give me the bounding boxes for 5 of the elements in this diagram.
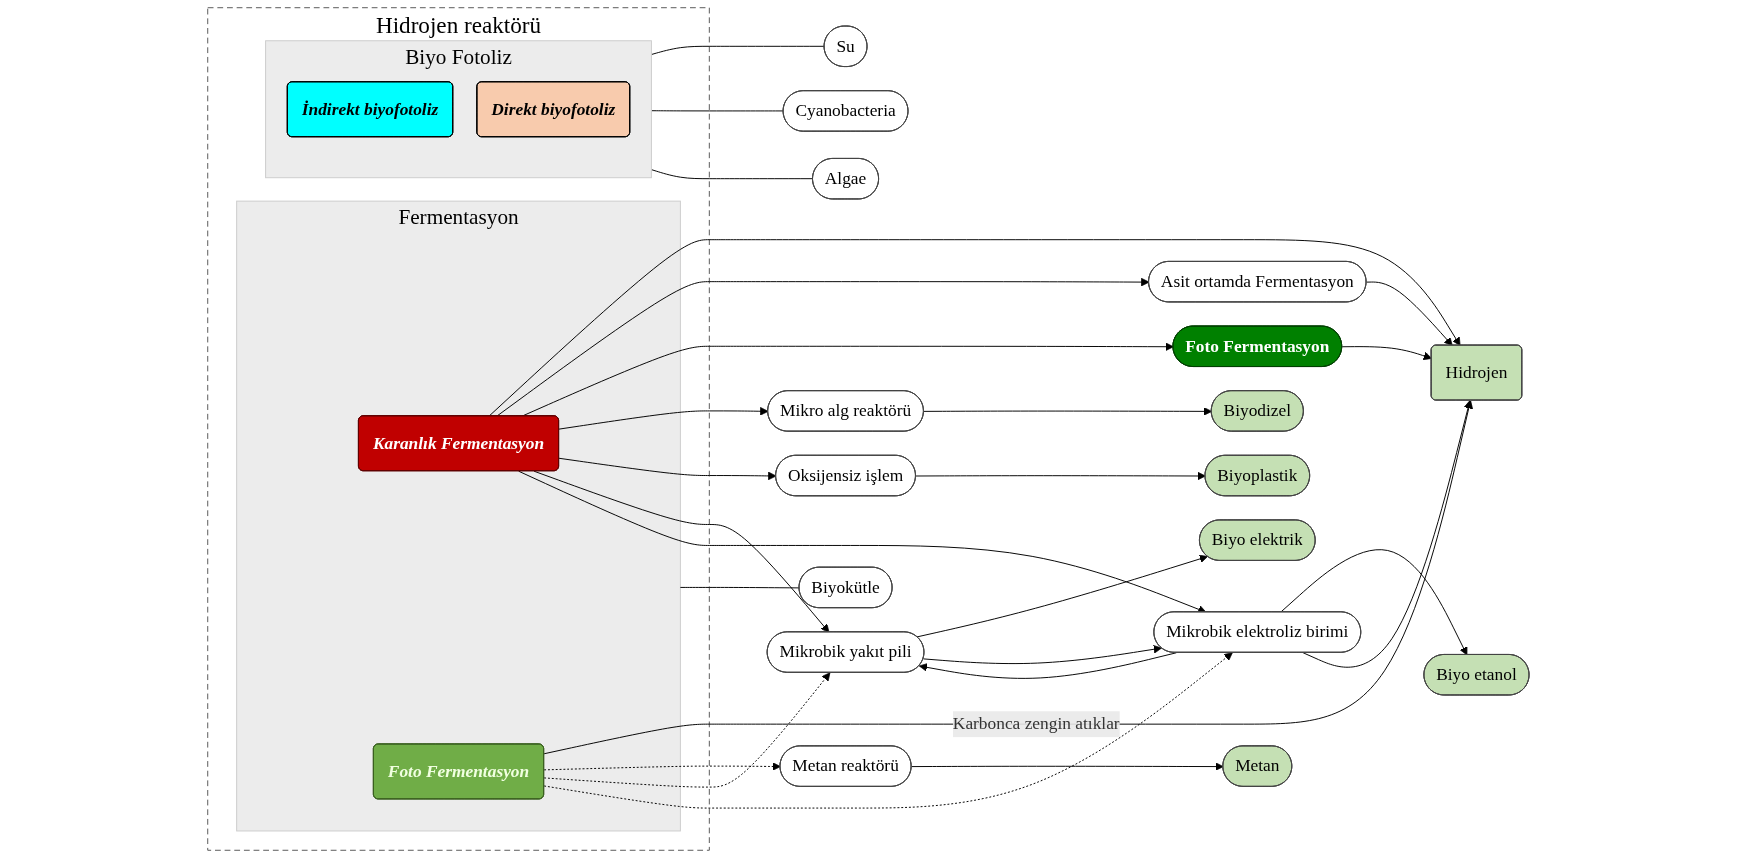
connector: [651, 110, 784, 112]
connector: [680, 586, 801, 589]
connector: [651, 169, 814, 180]
connector: [651, 45, 825, 55]
edge-label: Karbonca zengin atıklar: [952, 714, 1120, 734]
